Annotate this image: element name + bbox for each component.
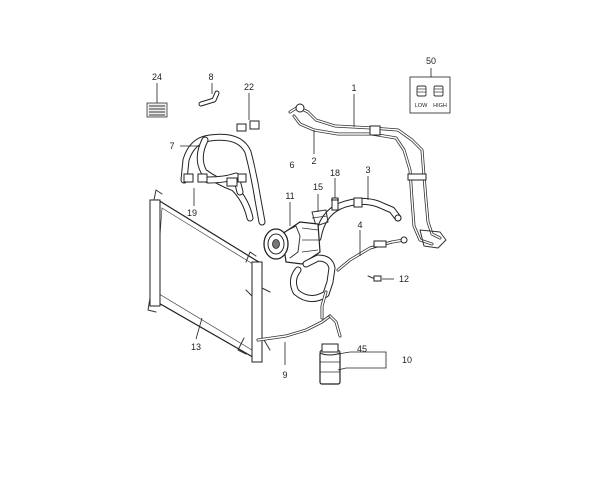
part-1-suction-line	[288, 103, 447, 249]
callout-10: 10	[402, 355, 412, 365]
callout-22: 22	[244, 82, 254, 92]
part-15-bracket	[311, 209, 329, 227]
callout-2: 2	[311, 156, 316, 166]
part-7-heater-hose	[180, 133, 266, 226]
callout-24: 24	[152, 72, 162, 82]
callout-3: 3	[365, 165, 370, 175]
suction-hose-lower	[289, 254, 336, 320]
leader-10-bracket	[337, 351, 387, 369]
callout-9: 9	[282, 370, 287, 380]
callout-6: 6	[289, 160, 294, 170]
part-22-clamps	[236, 120, 260, 132]
part-3-discharge-hose	[314, 197, 402, 242]
part-8-small-hose	[198, 90, 220, 107]
callout-50: 50	[426, 56, 436, 66]
callout-4: 4	[357, 220, 362, 230]
callout-15: 15	[313, 182, 323, 192]
high-cap-icon	[433, 85, 444, 97]
callout-12: 12	[399, 274, 409, 284]
part-12-fitting	[367, 275, 382, 282]
low-cap-label: LOW	[415, 103, 428, 109]
callout-8: 8	[208, 72, 213, 82]
callout-13: 13	[191, 342, 201, 352]
high-cap-label: HIGH	[433, 103, 447, 109]
part-18-bolt	[331, 197, 339, 211]
leader-13	[195, 317, 203, 340]
part-50-service-caps-inset: LOW HIGH	[409, 76, 451, 114]
callout-11: 11	[285, 191, 294, 201]
part-9-condenser-line	[256, 314, 342, 342]
part-13-condenser	[147, 189, 271, 363]
low-cap-icon	[416, 85, 427, 97]
part-10-receiver-drier	[319, 343, 341, 385]
leader-10	[337, 367, 347, 371]
part-11-compressor	[263, 221, 321, 265]
part-4-liquid-line	[336, 236, 408, 272]
part-24-label-sheet	[146, 102, 168, 118]
callout-19: 19	[187, 208, 197, 218]
callout-7: 7	[169, 141, 174, 151]
callout-1: 1	[351, 83, 356, 93]
callout-18: 18	[330, 168, 340, 178]
callout-45: 45	[357, 344, 367, 354]
